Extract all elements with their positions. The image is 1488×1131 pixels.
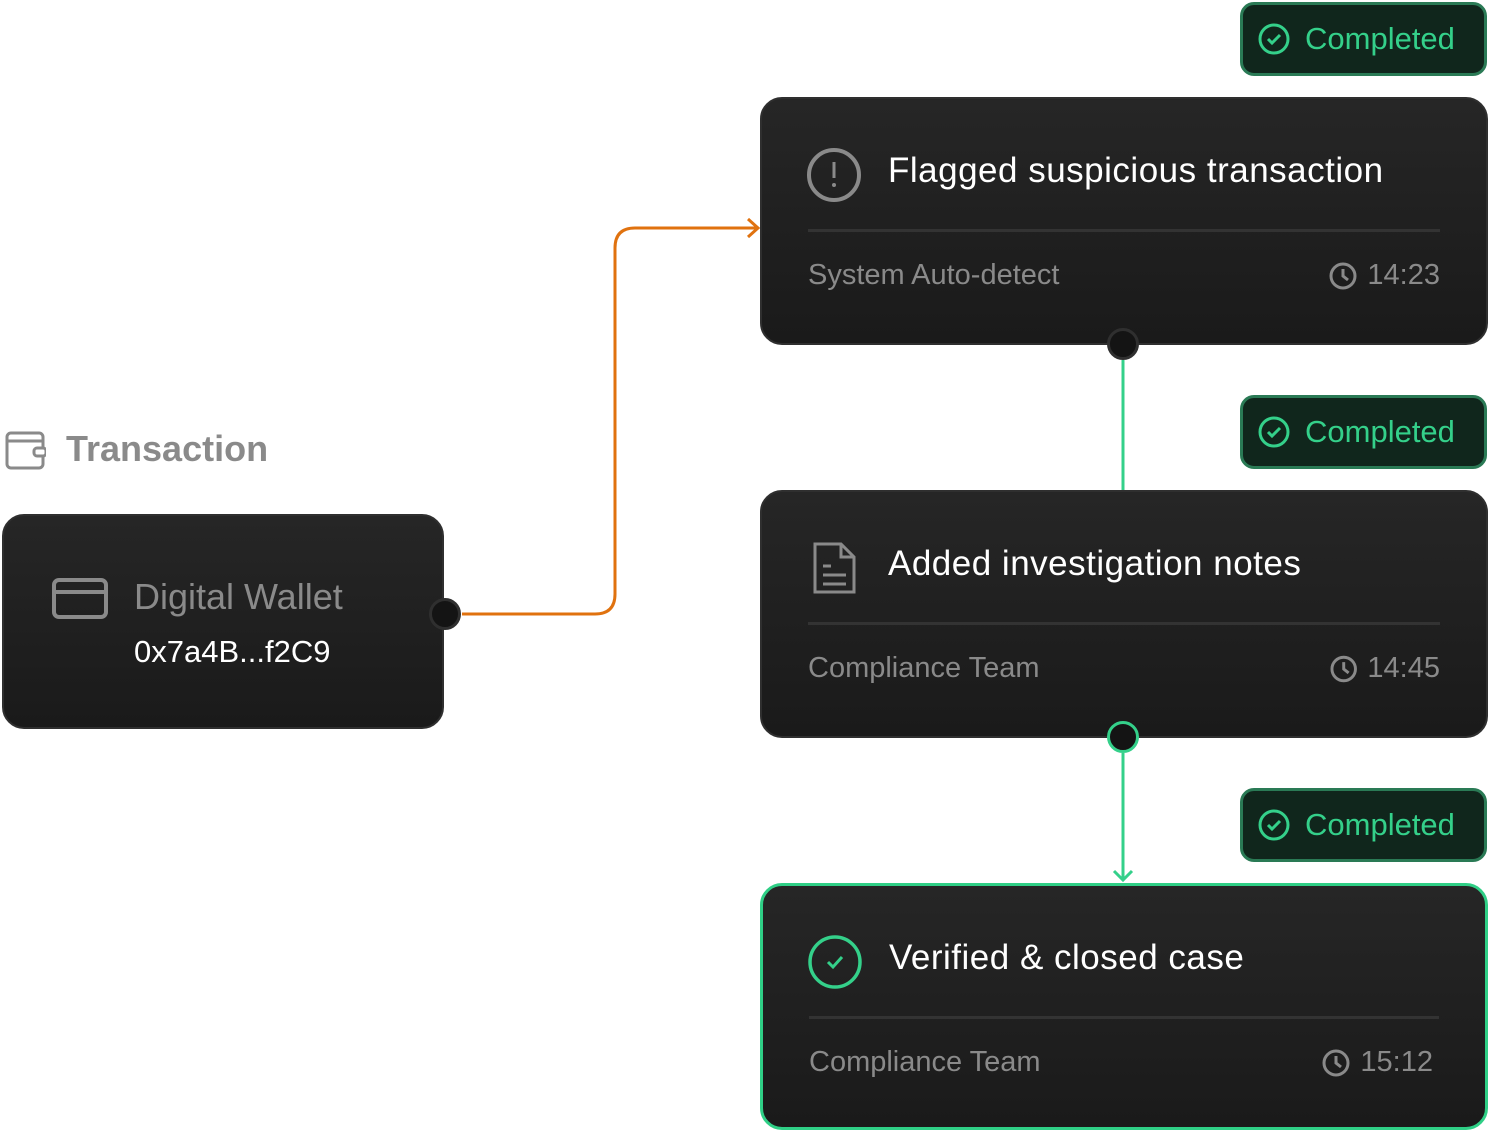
group-label: Transaction <box>4 428 268 470</box>
step-time: 14:23 <box>1329 259 1440 292</box>
step-title: Added investigation notes <box>888 544 1302 583</box>
step-output-port[interactable] <box>1107 328 1139 360</box>
divider <box>809 1016 1439 1019</box>
check-circle-icon <box>1258 23 1290 55</box>
arrowhead-green <box>1112 869 1134 883</box>
source-node-title: Digital Wallet <box>134 576 343 617</box>
divider <box>808 229 1440 232</box>
step-time: 14:45 <box>1330 652 1440 685</box>
status-badge-text: Completed <box>1305 21 1455 56</box>
source-node-address: 0x7a4B...f2C9 <box>134 634 331 669</box>
source-output-port[interactable] <box>429 598 461 630</box>
edge-wallet-to-flagged <box>462 226 758 616</box>
credit-card-icon <box>52 578 108 619</box>
status-badge-text: Completed <box>1305 807 1455 842</box>
status-badge: Completed <box>1240 788 1487 862</box>
step-actor: System Auto-detect <box>808 259 1060 291</box>
step-title: Flagged suspicious transaction <box>888 151 1384 190</box>
clock-icon <box>1329 262 1357 289</box>
clock-icon <box>1322 1049 1350 1076</box>
wallet-icon <box>5 431 46 470</box>
clock-icon <box>1330 655 1357 682</box>
check-circle-icon <box>1258 809 1290 841</box>
source-node-digital-wallet[interactable]: Digital Wallet 0x7a4B...f2C9 <box>2 514 444 729</box>
step-node-verified[interactable]: Verified & closed case Compliance Team 1… <box>760 883 1488 1130</box>
status-badge: Completed <box>1240 2 1487 76</box>
divider <box>808 622 1440 625</box>
step-time-text: 15:12 <box>1360 1046 1433 1078</box>
step-actor: Compliance Team <box>809 1046 1041 1078</box>
alert-circle-icon <box>807 148 861 202</box>
step-node-notes[interactable]: Added investigation notes Compliance Tea… <box>760 490 1488 738</box>
step-actor: Compliance Team <box>808 652 1040 684</box>
step-output-port[interactable] <box>1107 721 1139 753</box>
step-time-text: 14:23 <box>1367 259 1440 291</box>
step-time-text: 14:45 <box>1367 652 1440 684</box>
step-title: Verified & closed case <box>889 938 1245 977</box>
step-node-flagged[interactable]: Flagged suspicious transaction System Au… <box>760 97 1488 345</box>
arrowhead-orange <box>746 217 761 239</box>
check-circle-icon <box>1258 416 1290 448</box>
document-icon <box>813 542 856 594</box>
status-badge-text: Completed <box>1305 414 1455 449</box>
status-badge: Completed <box>1240 395 1487 469</box>
group-label-text: Transaction <box>66 428 269 469</box>
step-time: 15:12 <box>1322 1046 1433 1079</box>
check-circle-icon <box>808 935 862 989</box>
